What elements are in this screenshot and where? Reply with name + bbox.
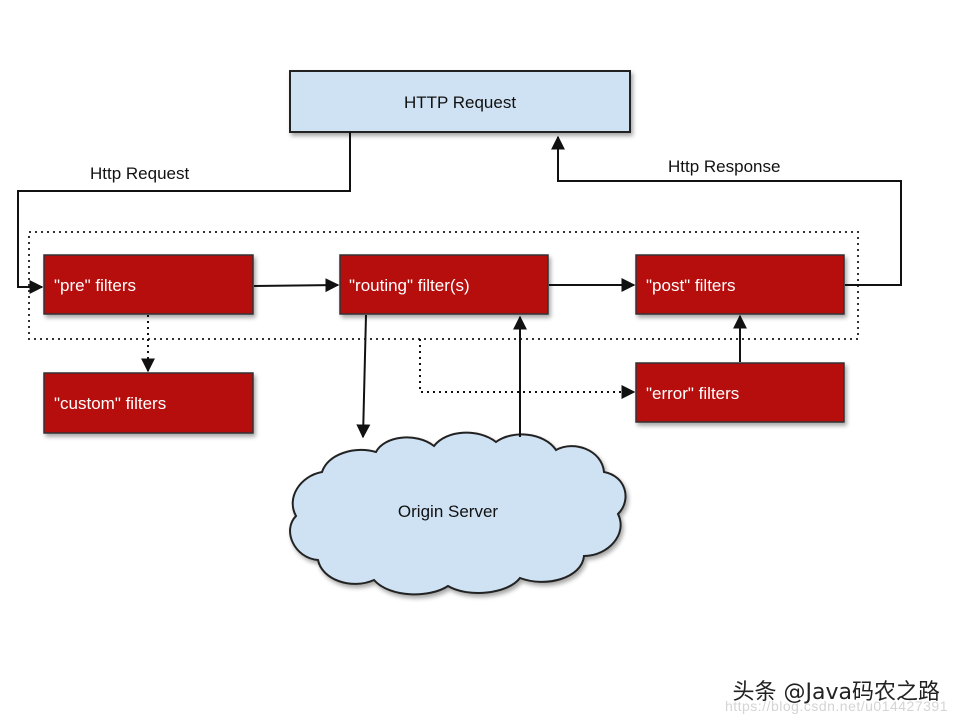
http-response-arrow (551, 135, 902, 286)
post-filters-box: "post" filters (635, 254, 845, 315)
http-request-arrow (17, 132, 351, 294)
chain-to-error-arrow (419, 339, 636, 399)
origin-server-label: Origin Server (398, 502, 498, 521)
watermark-url: https://blog.csdn.net/u014427391 (724, 698, 948, 714)
custom-filters-label: "custom" filters (54, 394, 166, 413)
error-filters-label: "error" filters (646, 384, 739, 403)
pre-filters-box: "pre" filters (43, 254, 254, 315)
http-request-edge-label: Http Request (90, 164, 189, 183)
watermark-text: 头条 @Java码农之路 (732, 680, 940, 705)
routing-to-origin-arrow (356, 314, 371, 439)
pre-filters-label: "pre" filters (54, 276, 136, 295)
pre-to-routing-arrow (253, 278, 340, 293)
http-request-box: HTTP Request (289, 70, 631, 133)
origin-server-cloud: Origin Server (289, 431, 627, 596)
http-request-label: HTTP Request (404, 93, 516, 112)
http-response-edge-label: Http Response (668, 157, 780, 176)
routing-filters-label: "routing" filter(s) (349, 276, 470, 295)
error-filters-box: "error" filters (635, 362, 845, 423)
post-filters-label: "post" filters (646, 276, 736, 295)
custom-filters-box: "custom" filters (43, 372, 254, 434)
routing-filters-box: "routing" filter(s) (339, 254, 549, 315)
